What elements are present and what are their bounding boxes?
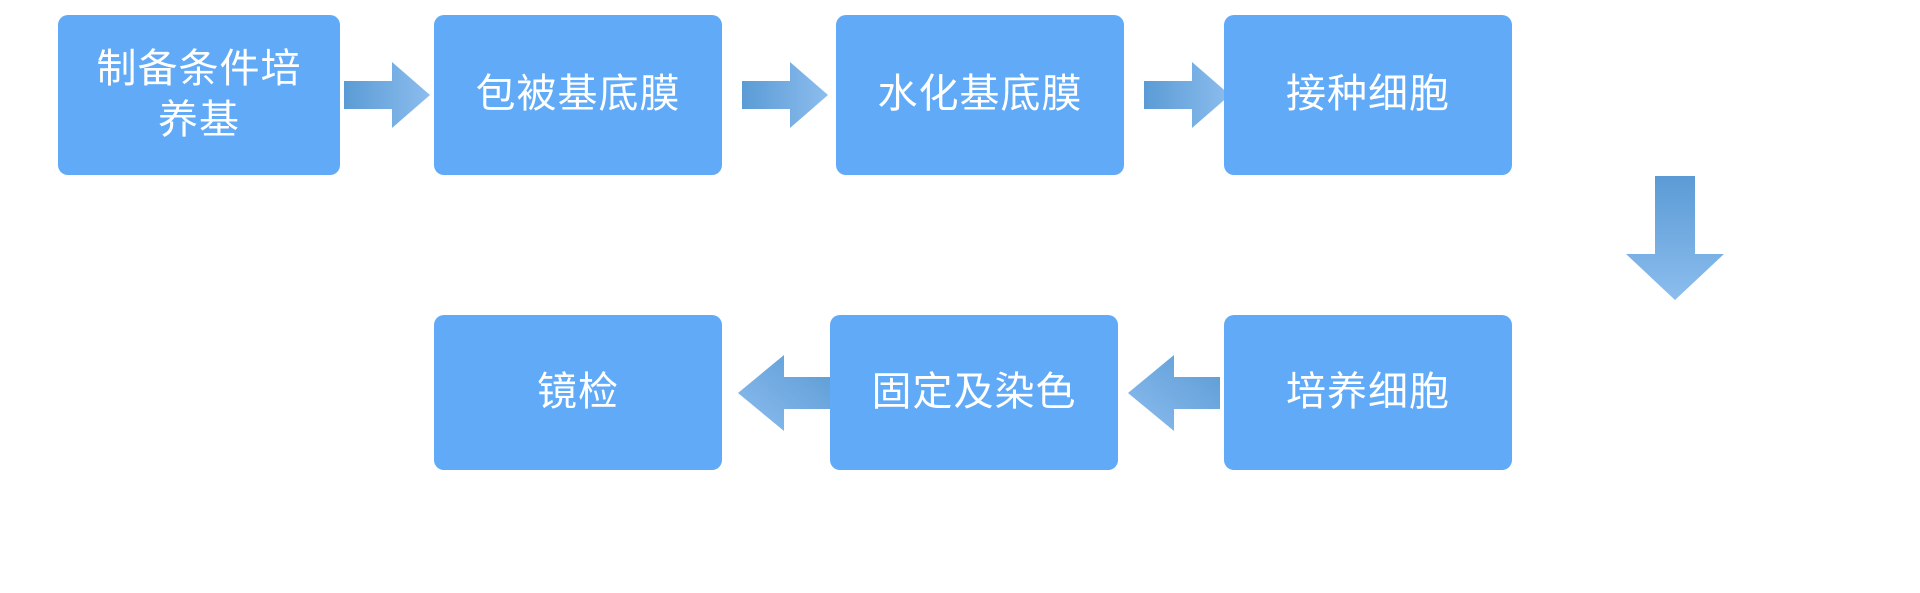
flow-node-hydrate-basement-membrane[interactable]: 水化基底膜 xyxy=(836,15,1124,175)
arrow-down-icon-1 xyxy=(1626,176,1724,300)
flow-node-label: 制备条件培 养基 xyxy=(96,46,302,142)
flow-node-microscopic-examination[interactable]: 镜检 xyxy=(434,315,722,470)
flow-node-prepare-conditioned-medium[interactable]: 制备条件培 养基 xyxy=(58,15,340,175)
flow-node-seed-cells[interactable]: 接种细胞 xyxy=(1224,15,1512,175)
arrow-left-icon-2 xyxy=(1128,355,1220,431)
flow-node-label: 固定及染色 xyxy=(871,369,1077,414)
arrow-right-icon-1 xyxy=(344,62,430,128)
flow-node-label: 镜检 xyxy=(537,369,619,414)
flow-node-label: 水化基底膜 xyxy=(877,72,1083,117)
flow-node-coat-basement-membrane[interactable]: 包被基底膜 xyxy=(434,15,722,175)
flow-node-label: 接种细胞 xyxy=(1286,72,1450,117)
arrow-left-icon-1 xyxy=(738,355,830,431)
flow-node-fix-and-stain[interactable]: 固定及染色 xyxy=(830,315,1118,470)
arrow-right-icon-2 xyxy=(742,62,828,128)
flow-node-label: 培养细胞 xyxy=(1286,369,1450,414)
flow-node-label: 包被基底膜 xyxy=(475,72,681,117)
flow-node-culture-cells[interactable]: 培养细胞 xyxy=(1224,315,1512,470)
arrow-right-icon-3 xyxy=(1144,62,1230,128)
